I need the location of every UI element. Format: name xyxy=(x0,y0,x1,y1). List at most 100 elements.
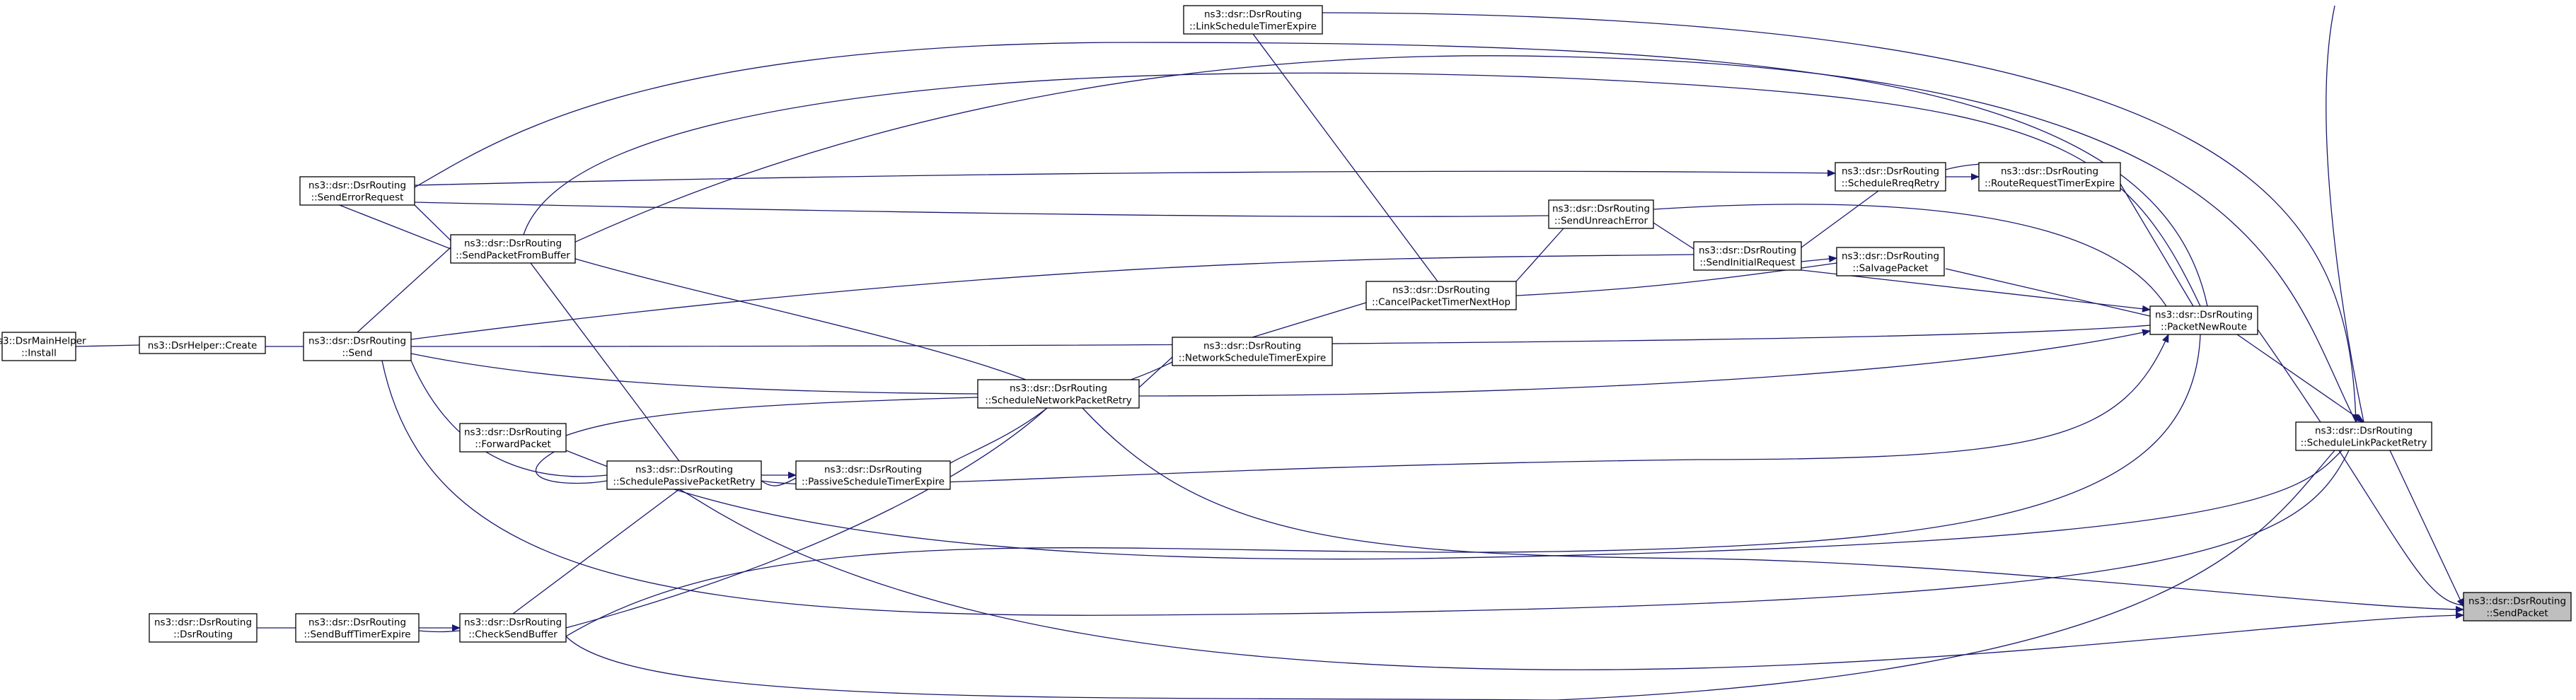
call-edge xyxy=(410,325,2151,347)
node-label: ::SchedulePassivePacketRetry xyxy=(613,477,755,488)
edge-line xyxy=(2326,5,2364,423)
node-label: ns3::dsr::DsrRouting xyxy=(2155,310,2253,321)
node-sendinitial[interactable]: ns3::dsr::DsrRouting::SendInitialRequest xyxy=(1693,241,1802,271)
nodes: ns3::DsrMainHelper::Install ns3::DsrHelpe… xyxy=(0,5,2572,643)
node-box xyxy=(1548,199,1654,229)
node-salvage[interactable]: ns3::dsr::DsrRouting::SalvagePacket xyxy=(1836,247,1945,276)
call-edge xyxy=(1322,12,2360,423)
call-edge xyxy=(1801,269,2151,313)
edge-line xyxy=(565,334,2201,637)
node-label: ::SendBuffTimerExpire xyxy=(304,629,410,641)
node-box xyxy=(149,613,258,643)
node-create[interactable]: ns3::DsrHelper::Create xyxy=(139,336,266,354)
call-edge xyxy=(1252,33,1438,282)
node-passivetimer[interactable]: ns3::dsr::DsrRouting::PassiveScheduleTim… xyxy=(795,460,951,490)
edge-line xyxy=(512,489,680,614)
call-edge xyxy=(2389,450,2464,607)
node-label: ::ScheduleRreqRetry xyxy=(1842,178,1940,189)
edge-line xyxy=(414,169,1836,186)
node-dsrrouting[interactable]: ns3::dsr::DsrRouting::DsrRouting xyxy=(149,613,258,643)
node-routerequesttimer[interactable]: ns3::dsr::DsrRouting::RouteRequestTimerE… xyxy=(1978,162,2121,192)
node-schedulenetwork[interactable]: ns3::dsr::DsrRouting::ScheduleNetworkPac… xyxy=(977,379,1140,409)
node-box xyxy=(295,613,420,643)
node-label: ns3::dsr::DsrRouting xyxy=(1392,285,1490,296)
edge-line xyxy=(418,630,461,633)
node-label: ::SendPacketFromBuffer xyxy=(456,250,570,262)
node-sendunreach[interactable]: ns3::dsr::DsrRouting::SendUnreachError xyxy=(1548,199,1654,229)
edge-line xyxy=(678,489,2464,670)
edge-line xyxy=(2389,450,2464,607)
call-edge xyxy=(1515,228,1564,282)
node-label: ns3::dsr::DsrRouting xyxy=(1010,383,1107,395)
call-edge xyxy=(1801,190,1879,248)
call-edge xyxy=(565,334,2201,637)
node-checksendbuffer[interactable]: ns3::dsr::DsrRouting::CheckSendBuffer xyxy=(459,613,567,643)
node-schedulelink[interactable]: ns3::dsr::DsrRouting::ScheduleLinkPacket… xyxy=(2295,421,2432,451)
node-schedulereqretry[interactable]: ns3::dsr::DsrRouting::ScheduleRreqRetry xyxy=(1835,162,1946,192)
call-edge xyxy=(410,254,1694,340)
node-label: ::SendErrorRequest xyxy=(311,192,404,204)
node-forwardpacket[interactable]: ns3::dsr::DsrRouting::ForwardPacket xyxy=(459,423,567,453)
edge-line xyxy=(565,407,1048,629)
node-label: ::SendInitialRequest xyxy=(1699,257,1795,269)
call-edge xyxy=(565,397,978,436)
call-edge xyxy=(1138,329,2151,397)
call-edge xyxy=(1801,255,1837,263)
node-box xyxy=(459,613,567,643)
edge-line xyxy=(357,247,451,333)
call-edge xyxy=(381,360,2350,616)
node-cancelnexthop[interactable]: ns3::dsr::DsrRouting::CancelPacketTimerN… xyxy=(1365,281,1517,310)
edge-line xyxy=(410,360,608,477)
edge-line xyxy=(1653,222,1694,250)
node-label: ns3::dsr::DsrRouting xyxy=(464,617,562,629)
node-label: ::CheckSendBuffer xyxy=(468,629,558,641)
call-edge xyxy=(512,489,680,614)
edge-line xyxy=(1945,268,2151,317)
node-label: ns3::dsr::DsrRouting xyxy=(635,465,733,476)
node-box xyxy=(1978,162,2121,192)
node-senderror[interactable]: ns3::dsr::DsrRouting::SendErrorRequest xyxy=(299,176,415,206)
node-networktimer[interactable]: ns3::dsr::DsrRouting::NetworkScheduleTim… xyxy=(1172,337,1333,366)
node-install[interactable]: ns3::DsrMainHelper::Install xyxy=(0,332,86,361)
edge-line xyxy=(2120,183,2194,307)
edge-line xyxy=(523,72,2201,307)
node-box xyxy=(459,423,567,453)
edge-line xyxy=(1252,33,1438,282)
edge-line xyxy=(414,42,2208,307)
call-edge xyxy=(942,407,1048,476)
node-box xyxy=(303,332,412,361)
node-label: ::DsrRouting xyxy=(173,629,233,641)
call-edge xyxy=(1252,302,1367,338)
node-sendbufftimer[interactable]: ns3::dsr::DsrRouting::SendBuffTimerExpir… xyxy=(295,613,420,643)
node-box xyxy=(1172,337,1333,366)
call-edge xyxy=(414,169,1836,186)
node-label: ::ForwardPacket xyxy=(475,439,551,450)
call-edge xyxy=(1082,407,2464,613)
node-box xyxy=(1835,162,1946,192)
call-edge xyxy=(410,353,978,395)
node-sendpacketfrombuffer[interactable]: ns3::dsr::DsrRouting::SendPacketFromBuff… xyxy=(450,234,576,264)
node-send[interactable]: ns3::dsr::DsrRouting::Send xyxy=(303,332,412,361)
node-packetnewroute[interactable]: ns3::dsr::DsrRouting::PacketNewRoute xyxy=(2149,305,2258,335)
node-label: ::PassiveScheduleTimerExpire xyxy=(802,477,945,488)
node-label: ns3::dsr::DsrRouting xyxy=(464,238,562,250)
call-edge xyxy=(410,360,608,477)
node-label: ns3::dsr::DsrRouting xyxy=(308,617,406,629)
node-box xyxy=(977,379,1140,409)
node-label: ns3::dsr::DsrRouting xyxy=(1842,251,1939,262)
node-schedulepassive[interactable]: ns3::dsr::DsrRouting::SchedulePassivePac… xyxy=(606,460,762,490)
node-linktimer[interactable]: ns3::dsr::DsrRouting::LinkScheduleTimerE… xyxy=(1183,5,1323,35)
edge-line xyxy=(574,258,1027,380)
node-label: ns3::DsrMainHelper xyxy=(0,336,86,347)
node-sendpacket[interactable]: ns3::dsr::DsrRouting::SendPacket xyxy=(2463,592,2572,622)
edge-line xyxy=(1252,302,1367,338)
edge-line xyxy=(381,360,2350,616)
call-edge xyxy=(1653,204,2167,307)
edge-line xyxy=(75,344,140,347)
node-box xyxy=(139,336,266,354)
edge-line xyxy=(761,334,2169,486)
call-edge xyxy=(414,204,451,241)
edge-line xyxy=(565,450,2343,560)
call-edge xyxy=(574,258,1027,380)
edge-line xyxy=(1801,190,1879,248)
